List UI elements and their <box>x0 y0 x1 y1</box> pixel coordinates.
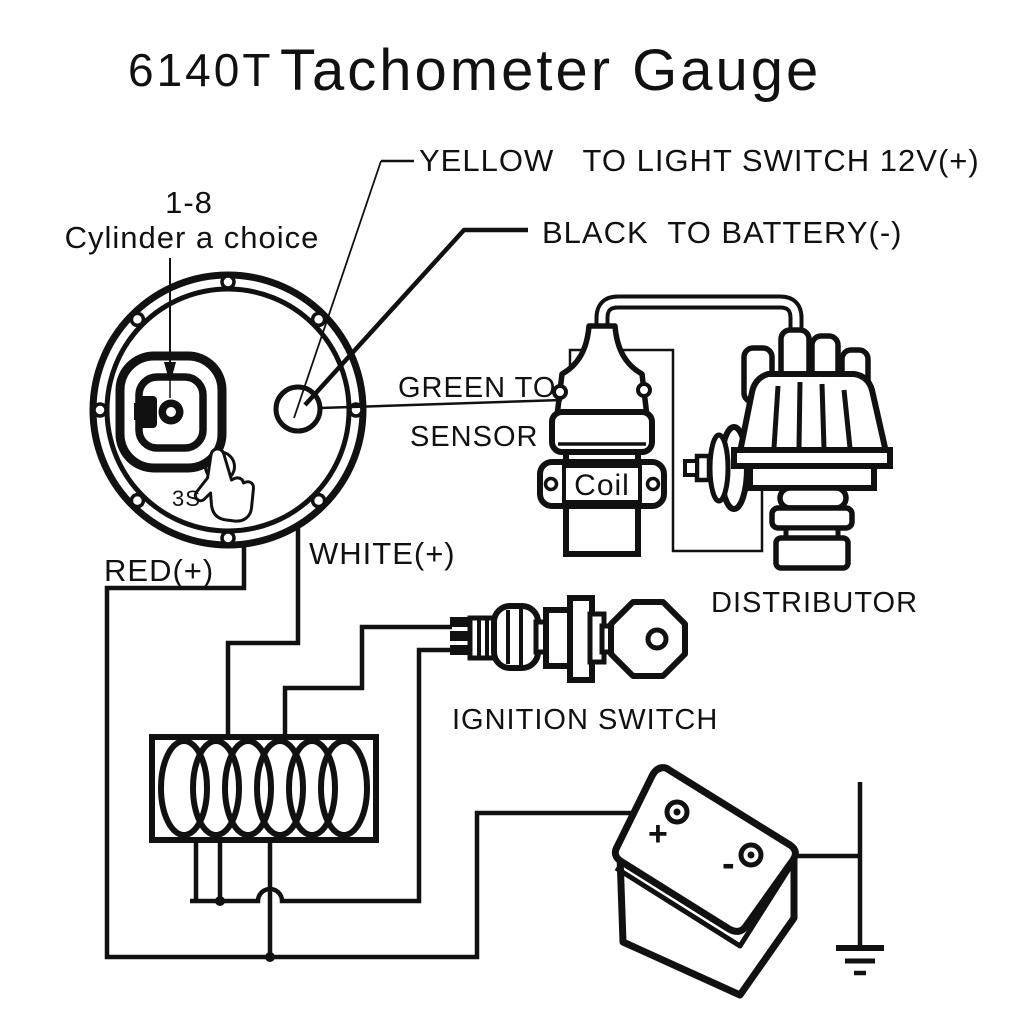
battery-negative-label: - <box>722 843 736 885</box>
battery-negative-terminal-dot <box>747 851 755 859</box>
cap-inner-lead-2 <box>796 381 803 449</box>
cap-inner-lead-1 <box>771 385 781 449</box>
inductor-turn-1 <box>158 738 210 838</box>
coil-label-plate <box>562 464 642 504</box>
white-wire-label: WHITE(+) <box>309 536 456 571</box>
green-wire-label-line1: GREEN TO <box>398 372 556 404</box>
yellow-leader-line <box>293 160 382 419</box>
wire-layer <box>104 502 863 962</box>
gauge-screw-sw <box>129 492 146 509</box>
shaft-bulge <box>777 485 849 511</box>
switch-barrel <box>491 603 541 671</box>
cap-inner-lead-4 <box>841 389 853 449</box>
white-wire-path <box>225 502 301 737</box>
switch-prong-1 <box>450 617 472 627</box>
wire-junction-dot-1 <box>215 896 225 906</box>
gauge-screw-ne <box>310 311 327 328</box>
diagram-title: Tachometer Gauge <box>280 38 821 103</box>
vacuum-nipple-tip <box>683 459 699 477</box>
press-hold-label: 3S <box>172 486 201 511</box>
gauge-screw-bottom <box>220 530 236 546</box>
shaft-step-2 <box>773 535 851 571</box>
inductor-to-switch-wire <box>282 624 452 737</box>
distributor-cap-dome <box>737 371 889 455</box>
battery-top-face <box>611 764 799 935</box>
display-digit-notch <box>134 403 140 420</box>
vacuum-advance-inner <box>707 432 731 504</box>
cylinder-note-label: Cylinder a choice <box>65 220 320 255</box>
gauge-screw-top <box>220 274 236 290</box>
ignition-switch <box>450 595 688 683</box>
green-sensor-wire <box>319 398 563 410</box>
inductor-turn-4 <box>254 738 306 838</box>
inductor-turn-6 <box>318 738 370 838</box>
battery-positive-label: + <box>648 815 669 853</box>
pickup-inductor <box>149 734 379 843</box>
coil-label: Coil <box>574 469 630 502</box>
shaft-step-1 <box>769 505 855 531</box>
distributor-collar <box>747 463 877 491</box>
cylinder-leader-arrowhead <box>164 362 176 384</box>
gauge-screw-nw <box>129 311 146 328</box>
ht-cable-core <box>598 298 800 354</box>
touch-hand-icon <box>193 447 255 523</box>
model-number-label: 6140T <box>128 44 273 96</box>
ignition-switch-label: IGNITION SWITCH <box>452 704 718 736</box>
display-digit-block <box>139 396 157 428</box>
battery-positive-terminal-dot <box>673 808 681 816</box>
pointing-hand-icon <box>193 447 255 523</box>
switch-prong-3 <box>450 645 472 655</box>
ht-cable-outer <box>594 294 804 358</box>
coil-cap-flange <box>549 409 655 455</box>
green-wire-label-line2: SENSOR <box>410 421 538 453</box>
red-wire-path <box>104 516 667 960</box>
coil-bracket-hole-right <box>645 476 661 492</box>
text-layer: 6140T Tachometer Gauge YELLOW TO LIGHT S… <box>65 38 980 885</box>
coil-bracket-hole-left <box>543 476 559 492</box>
distributor-label: DISTRIBUTOR <box>711 587 918 619</box>
display-indicator-center <box>166 407 176 417</box>
yellow-wire-label: YELLOW TO LIGHT SWITCH 12V(+) <box>419 143 980 178</box>
distributor <box>683 327 893 571</box>
coil-tower <box>554 323 650 419</box>
black-leader-line <box>303 227 528 407</box>
switch-prong-2 <box>450 631 472 641</box>
ignition-coil <box>537 294 804 557</box>
coil-terminal-right <box>636 382 652 398</box>
gauge-screw-left <box>92 402 108 418</box>
inductor-turn-2 <box>190 738 242 838</box>
inductor-turn-5 <box>286 738 338 838</box>
red-wire-label: RED(+) <box>104 553 214 588</box>
cap-inner-lead-3 <box>819 383 827 449</box>
gauge-screw-se <box>310 492 327 509</box>
wire-junction-dot-2 <box>265 952 275 962</box>
coil-primary-wire <box>568 348 764 553</box>
battery <box>611 764 799 999</box>
cylinder-range-label: 1-8 <box>165 185 213 220</box>
inductor-turn-3 <box>222 738 274 838</box>
coil-terminal-left <box>552 384 568 400</box>
ground-symbol <box>836 945 884 976</box>
key-hole <box>645 627 669 651</box>
black-wire-label: BLACK TO BATTERY(-) <box>542 215 903 250</box>
leader-lines <box>164 159 563 419</box>
switch-to-inductor-bottom-wire <box>190 647 452 904</box>
